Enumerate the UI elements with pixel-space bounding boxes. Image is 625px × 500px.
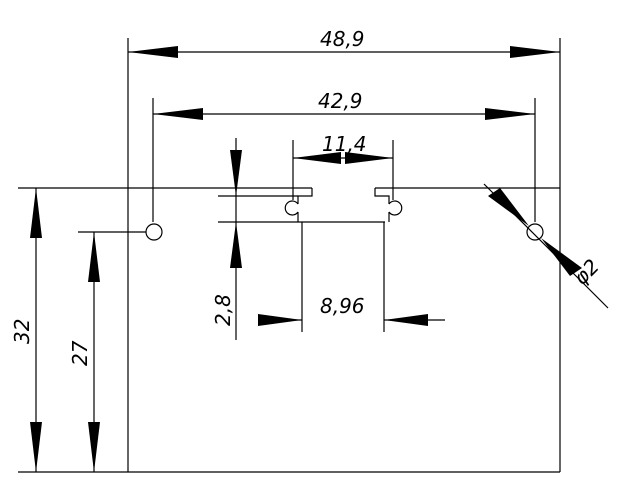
dim-slot-width-label: 11,4 — [322, 132, 367, 156]
dim-overall-width-label: 48,9 — [320, 27, 365, 51]
dim-slot-depth-label: 2,8 — [211, 294, 235, 326]
dim-overall-height: 32 — [10, 187, 130, 473]
dim-overall-height-label: 32 — [10, 319, 34, 344]
mounting-holes — [145, 223, 544, 241]
dim-hole-height-label: 27 — [68, 340, 92, 366]
dim-slot-width: 11,4 — [292, 132, 394, 200]
dim-overall-width: 48,9 — [128, 27, 561, 188]
left-hole — [145, 223, 163, 241]
dim-hole-spacing-label: 42,9 — [318, 89, 363, 113]
t-slot — [238, 188, 403, 223]
dim-hole-spacing: 42,9 — [152, 89, 536, 222]
dim-slot-inner-width: 8,96 — [258, 222, 445, 332]
dim-hole-height: 27 — [68, 231, 146, 472]
svg-text:φ2: φ2 — [569, 254, 604, 289]
part-outline — [127, 38, 561, 473]
dim-slot-inner-width-label: 8,96 — [320, 294, 365, 318]
dim-hole-diameter: φ2 — [483, 183, 609, 309]
dim-slot-depth: 2,8 — [211, 138, 298, 340]
right-hole — [526, 223, 544, 241]
